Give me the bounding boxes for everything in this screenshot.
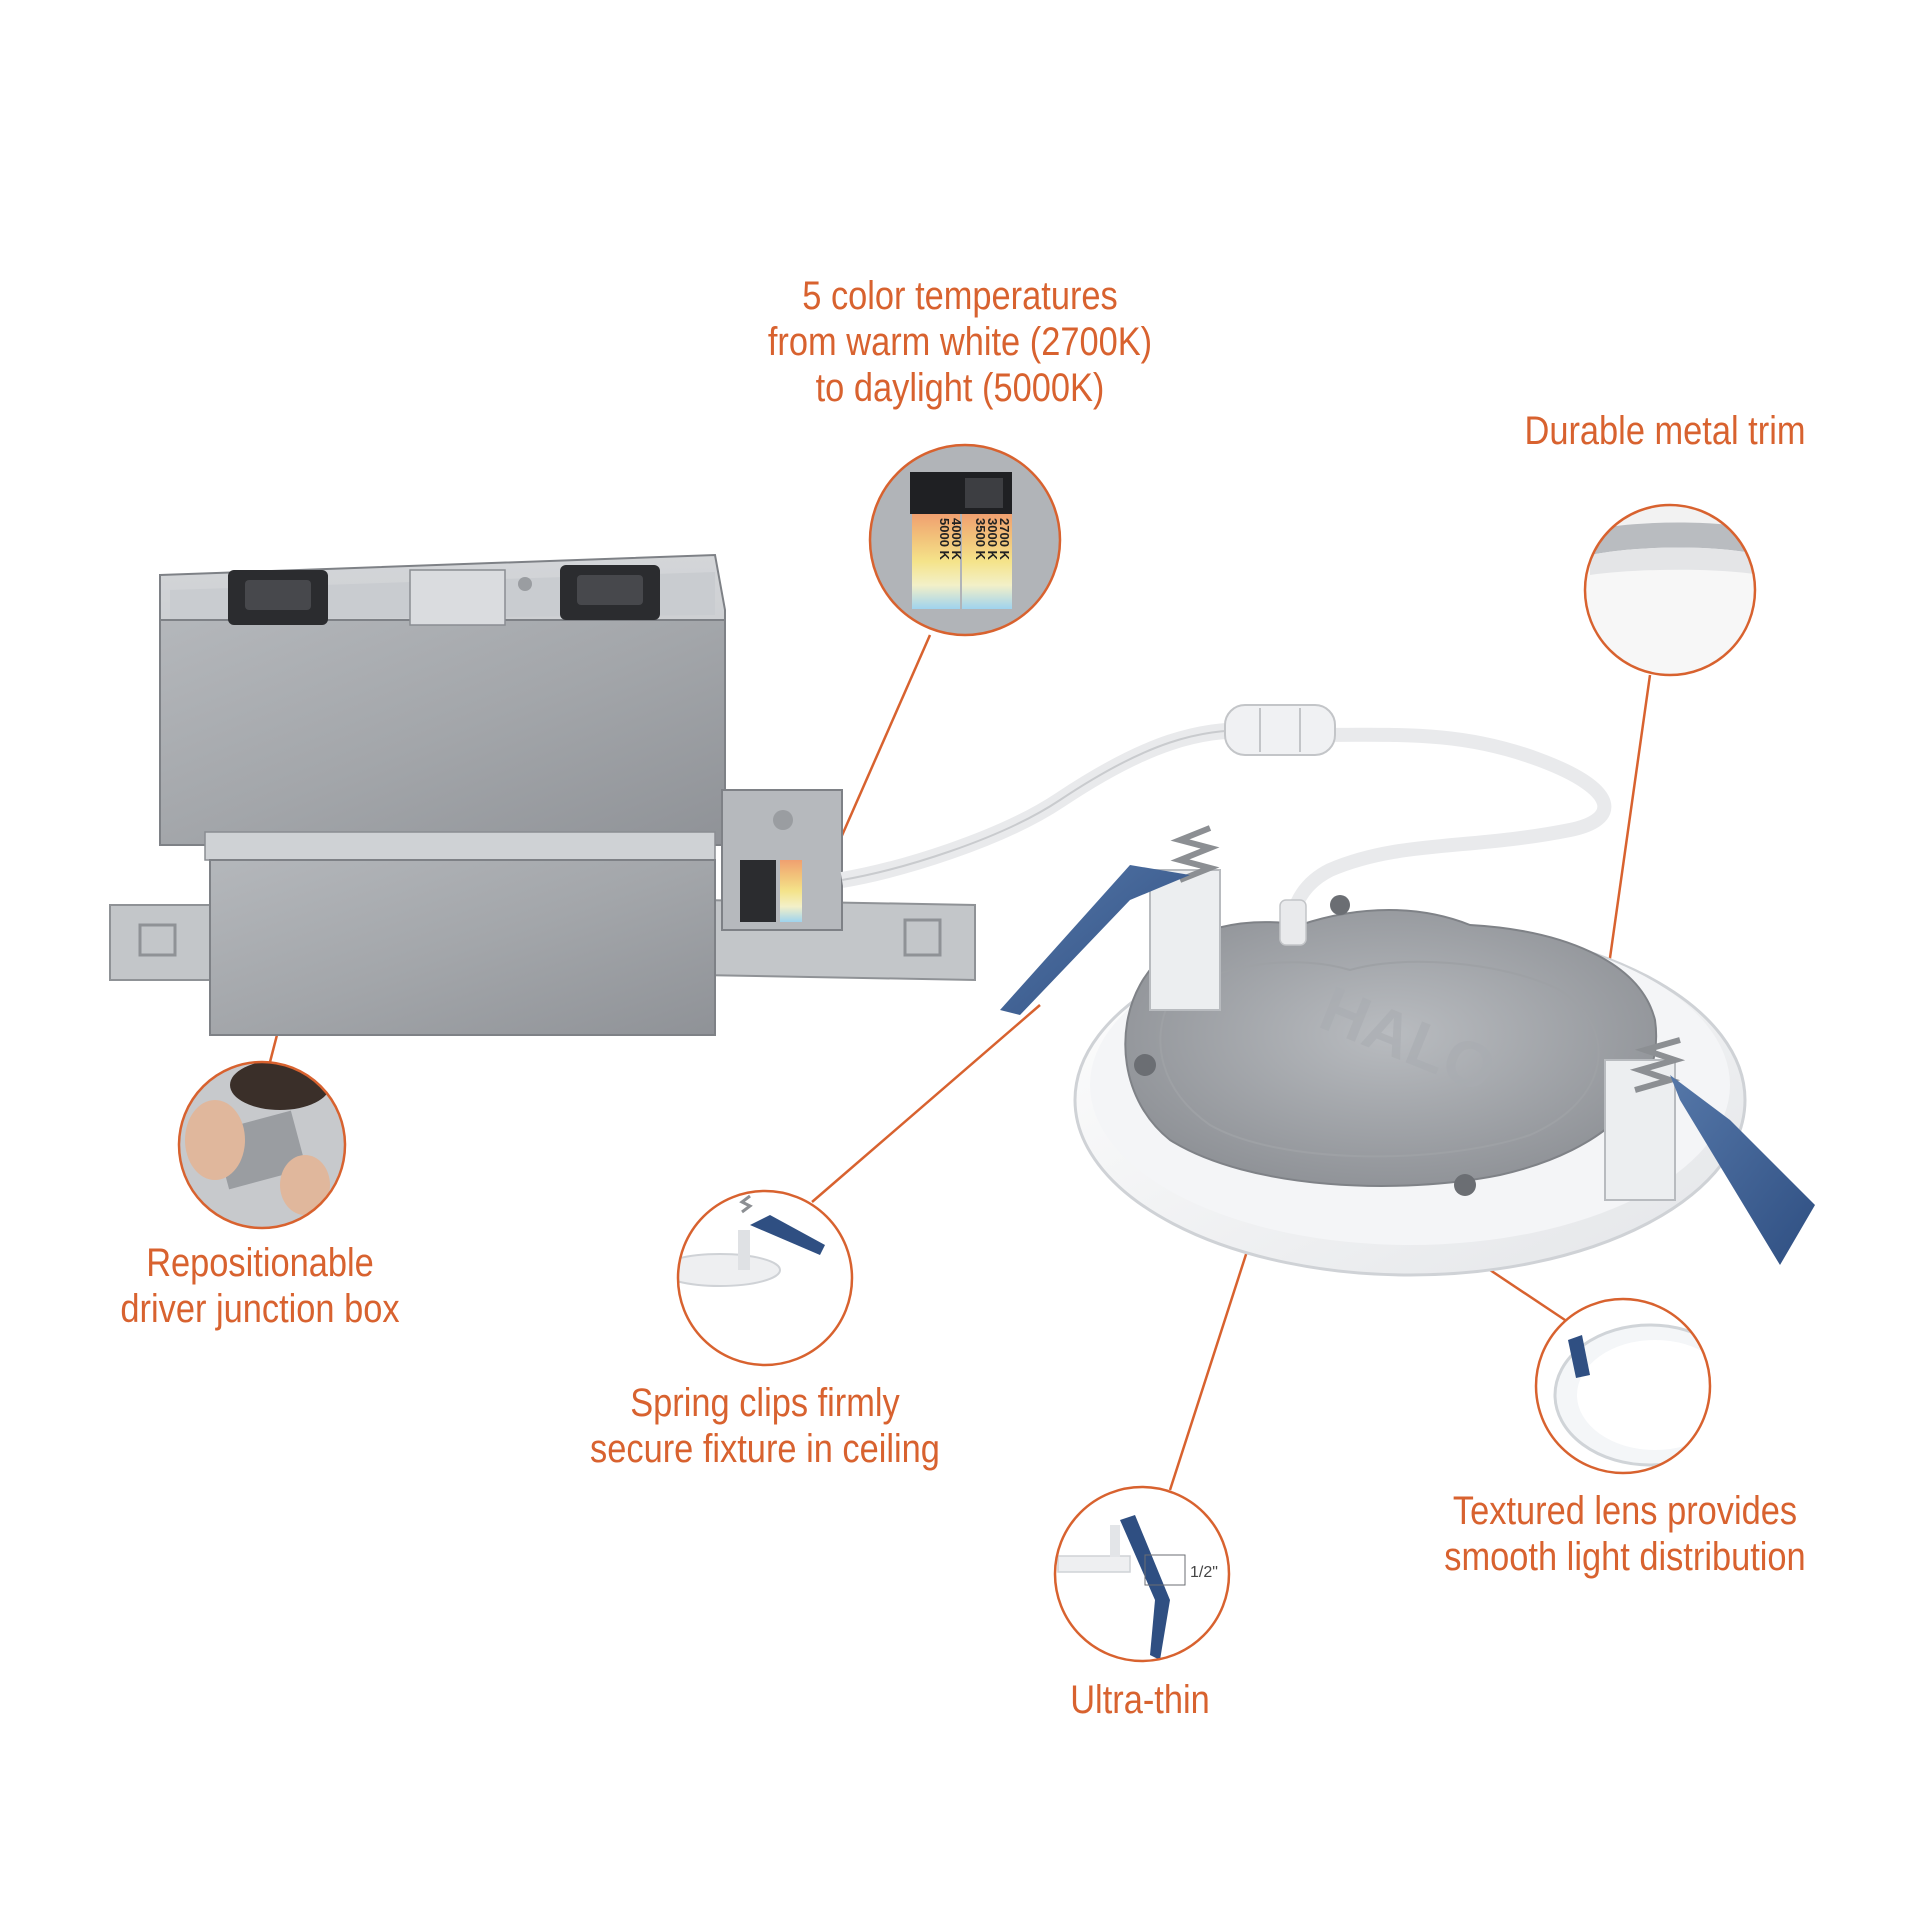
switch-label-4000: 4000 K [949,518,964,561]
leader-color-temps [838,634,932,841]
leader-spring-clips [811,1004,1041,1203]
switch-label-5000: 5000 K [937,518,952,561]
callout-line: Spring clips firmly [630,1381,900,1425]
switch-label-2700: 2700 K [997,518,1012,561]
power-cable [840,704,1612,941]
inset-junction-box [177,1060,347,1230]
leader-textured-lens [1489,1268,1566,1322]
callout-line: Ultra-thin [1070,1678,1210,1722]
callout-line: from warm white (2700K) [767,320,1153,364]
switch-label-3000: 3000 K [985,518,1000,561]
callout-line: to daylight (5000K) [815,366,1105,410]
callout-line: driver junction box [120,1287,400,1331]
inset-color-temps: 2700 K 3000 K 3500 K 4000 K 5000 K [868,443,1062,637]
callout-line: 5 color temperatures [802,274,1118,318]
driver-junction-box [159,553,843,1036]
box-cct-switch [740,860,776,922]
callout-metal-trim: Durable metal trim [1463,408,1867,454]
spring-clip-right [1670,1075,1815,1265]
callout-line: smooth light distribution [1444,1535,1806,1579]
callout-junction-box: Repositionable driver junction box [71,1240,449,1332]
downlight-fixture: HALO [1000,825,1815,1277]
thickness-label: 1/2" [1190,1564,1218,1581]
callout-line: Durable metal trim [1524,409,1806,453]
spring-clip-left [1000,865,1190,1015]
callout-color-temps: 5 color temperatures from warm white (27… [702,273,1218,411]
callout-line: Repositionable [146,1241,374,1285]
inset-textured-lens [1534,1297,1712,1475]
leader-lines [268,634,1652,1491]
inset-ultra-thin: 1/2" [1053,1485,1231,1663]
leader-metal-trim [1606,674,1652,973]
cable-connector [1224,704,1336,756]
callout-ultra-thin: Ultra-thin [1011,1677,1269,1723]
callout-line: secure fixture in ceiling [590,1427,940,1471]
inset-spring-clips [676,1189,854,1367]
callout-line: Textured lens provides [1452,1489,1798,1533]
callout-spring-clips: Spring clips firmly secure fixture in ce… [537,1380,993,1472]
switch-label-3500: 3500 K [973,518,988,561]
leader-ultra-thin [1168,1241,1252,1491]
callout-textured-lens: Textured lens provides smooth light dist… [1393,1488,1857,1580]
inset-metal-trim [1583,503,1757,677]
